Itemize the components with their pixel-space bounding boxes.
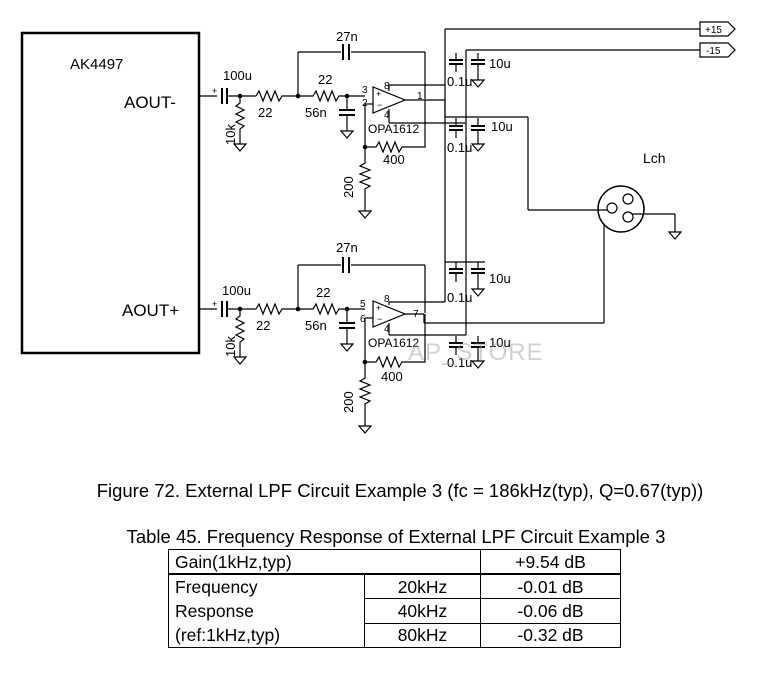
stage-1-c-in: 100u <box>223 68 252 83</box>
stage-2-pin-vn: 4 <box>384 324 390 335</box>
stage-1-c-dec-top: 10u <box>489 56 511 71</box>
value-cell: -0.06 dB <box>480 598 621 624</box>
stage-2-r-ground: 200 <box>341 391 356 413</box>
freq-cell: 40kHz <box>364 598 481 624</box>
value-cell: -0.32 dB <box>480 622 621 649</box>
stage-1-r-ground: 200 <box>341 176 356 198</box>
stage-2-opamp: OPA1612 <box>368 336 419 350</box>
svg-text:−: − <box>377 314 382 324</box>
stage-1-r-feedback: 400 <box>383 152 405 167</box>
pin-aout-plus: AOUT+ <box>122 301 179 320</box>
freq-label-line: Frequency <box>175 577 258 597</box>
gain-value: +9.54 dB <box>480 549 621 575</box>
stage-2-c-dec-top: 10u <box>489 271 511 286</box>
lpf-schematic: AK4497 AOUT- AOUT+ +15 -15 Lch + <box>20 21 736 434</box>
stage-2-r-filter: 22 <box>316 285 330 300</box>
table-row-gain: Gain(1kHz,typ) +9.54 dB <box>168 549 621 575</box>
stage-1-r-filter: 22 <box>318 72 332 87</box>
stage-2-c-in: 100u <box>222 283 251 298</box>
power-rails <box>444 21 736 335</box>
stage-2-pin-in2: 6 <box>360 314 366 325</box>
stage-2-c-feedback: 27n <box>336 240 358 255</box>
freq-label-line: Response <box>175 601 254 621</box>
svg-text:+: + <box>212 86 217 96</box>
svg-text:+: + <box>376 303 381 313</box>
stage-1-pin-in1: 3 <box>362 85 368 96</box>
stage-2-r-feedback: 400 <box>381 369 403 384</box>
stage-1-pin-in2: 2 <box>362 98 368 109</box>
stage-2-pin-out: 7 <box>413 309 419 320</box>
stage-2-c-dec-top2: 0.1u <box>447 290 472 305</box>
stage-1-pin-out: 1 <box>417 91 423 102</box>
stage-1-opamp: OPA1612 <box>368 122 419 136</box>
stage-1-pin-vn: 4 <box>384 110 390 121</box>
table-row: Frequency Response (ref:1kHz,typ) 20kHz … <box>168 573 621 648</box>
table-row: 40kHz -0.06 dB <box>169 598 621 624</box>
stage-2-r-shunt: 10k <box>223 336 238 357</box>
stage-1-c-shunt: 56n <box>305 105 327 120</box>
stage-2-pin-vp: 8 <box>384 294 390 305</box>
gain-label: Gain(1kHz,typ) <box>168 549 481 575</box>
power-positive-label: +15 <box>705 25 722 36</box>
table-row: 80kHz -0.32 dB <box>169 622 621 649</box>
figure-caption: Figure 72. External LPF Circuit Example … <box>96 480 704 501</box>
stage-2: + + − <box>199 257 485 434</box>
svg-text:−: − <box>377 100 382 110</box>
stage-2-pin-in1: 5 <box>360 299 366 310</box>
connector-label: Lch <box>643 150 666 166</box>
frequency-response-table: Gain(1kHz,typ) +9.54 dB Frequency Respon… <box>168 549 621 649</box>
stage-2-r-series: 22 <box>256 318 270 333</box>
pin-aout-minus: AOUT- <box>124 93 176 112</box>
stage-1-c-dec-bot2: 0.1u <box>447 140 472 155</box>
freq-cell: 20kHz <box>364 573 481 600</box>
stage-1-c-dec-top2: 0.1u <box>447 74 472 89</box>
svg-text:+: + <box>212 299 217 309</box>
watermark: AP_STORE <box>408 339 544 366</box>
stage-2-c-dec-bot2: 0.1u <box>447 355 472 370</box>
stage-1-r-shunt: 10k <box>223 124 238 145</box>
stage-1-c-dec-bot: 10u <box>491 119 513 134</box>
freq-cell: 80kHz <box>364 622 481 649</box>
stage-1-c-feedback: 27n <box>336 29 358 44</box>
value-cell: -0.01 dB <box>480 573 621 600</box>
stage-2-c-shunt: 56n <box>305 318 327 333</box>
chip-name: AK4497 <box>70 56 123 73</box>
freq-label-line: (ref:1kHz,typ) <box>175 625 281 645</box>
chip-block <box>20 31 201 355</box>
stage-1: + + − <box>199 44 528 219</box>
frequency-response-label: Frequency Response (ref:1kHz,typ) <box>168 573 365 648</box>
svg-text:+: + <box>376 89 381 99</box>
xlr-connector <box>424 117 682 324</box>
power-negative-label: -15 <box>706 46 721 57</box>
stage-1-r-series: 22 <box>258 105 272 120</box>
stage-2-c-dec-bot: 10u <box>489 335 511 350</box>
stage-1-pin-vp: 8 <box>384 81 390 92</box>
table-title: Table 45. Frequency Response of External… <box>126 526 666 547</box>
